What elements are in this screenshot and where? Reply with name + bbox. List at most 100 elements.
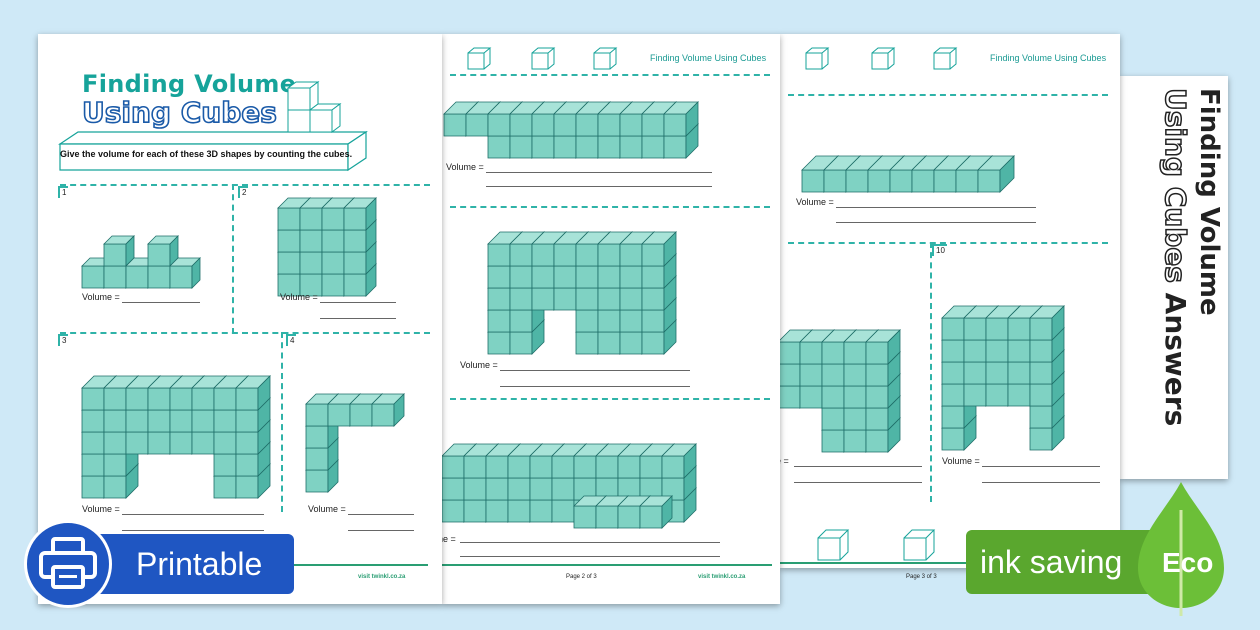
cube-face — [507, 477, 531, 501]
ink-saving-label: ink saving — [980, 544, 1123, 580]
cover-title-line1: Finding Volume — [1194, 88, 1224, 316]
cube-face — [321, 229, 345, 253]
cube-face — [305, 403, 329, 427]
worksheet-title-line2: Using Cubes — [81, 95, 278, 130]
section-divider — [788, 94, 1108, 96]
cube-face — [103, 431, 127, 455]
cube-face — [169, 265, 193, 289]
cube-face — [531, 135, 555, 159]
cube-face — [551, 455, 575, 479]
cube-outline-icon — [871, 47, 896, 70]
cube-face — [343, 251, 367, 275]
page-header: Finding Volume Using Cubes — [650, 53, 767, 63]
cube-face — [619, 265, 643, 289]
cube-face — [125, 387, 149, 411]
cube-face — [999, 155, 1015, 193]
cube-face — [619, 287, 643, 311]
cube-face — [509, 243, 533, 267]
worksheet-title-line1: Finding Volume — [82, 70, 297, 98]
cube-face — [575, 135, 599, 159]
cube-face — [777, 385, 801, 409]
footer-url[interactable]: visit twinkl.co.za — [358, 574, 406, 580]
cube-shape-q1 — [81, 235, 201, 289]
cube-face — [349, 403, 373, 427]
answer-line[interactable] — [836, 207, 1036, 208]
cube-face — [619, 309, 643, 333]
cube-face — [865, 407, 889, 431]
cube-face — [125, 265, 149, 289]
cube-face — [887, 329, 901, 365]
cube-face — [235, 453, 259, 477]
cube-outline-icon — [531, 47, 556, 70]
cover-title-line2: Using Cubes Answers — [1158, 87, 1193, 426]
cube-face — [867, 169, 891, 193]
cube-face — [575, 287, 599, 311]
cube-face — [799, 385, 823, 409]
answer-line[interactable] — [122, 514, 264, 515]
cube-face — [443, 113, 467, 137]
cube-face — [553, 287, 577, 311]
volume-label: Volume = — [82, 504, 120, 514]
cube-face — [371, 403, 395, 427]
cube-face — [575, 309, 599, 333]
section-divider — [930, 242, 932, 502]
footer-url[interactable]: visit twinkl.co.za — [698, 574, 746, 580]
answer-line[interactable] — [982, 482, 1100, 483]
cube-shape-q7-base — [573, 495, 673, 529]
cube-face — [1007, 317, 1031, 341]
answer-line[interactable] — [794, 482, 922, 483]
answer-line[interactable] — [500, 370, 690, 371]
cube-face — [147, 243, 171, 267]
cube-face — [941, 361, 965, 385]
cube-face — [103, 409, 127, 433]
cube-face — [531, 265, 555, 289]
cube-face — [963, 317, 987, 341]
cube-face — [299, 229, 323, 253]
answer-line[interactable] — [982, 466, 1100, 467]
ink-saving-badge: ink saving Eco — [966, 480, 1260, 630]
cube-face — [595, 455, 619, 479]
cube-face — [235, 409, 259, 433]
cube-shape-q10 — [941, 305, 1065, 451]
cube-face — [641, 113, 665, 137]
cube-face — [365, 197, 377, 231]
answer-line[interactable] — [836, 222, 1036, 223]
footer-divider — [780, 562, 1120, 564]
answer-line[interactable] — [486, 186, 712, 187]
page-number: Page 2 of 3 — [566, 574, 597, 580]
answer-line[interactable] — [122, 302, 200, 303]
cube-face — [343, 229, 367, 253]
cube-face — [1029, 361, 1053, 385]
cube-face — [235, 387, 259, 411]
cube-face — [575, 331, 599, 355]
cube-face — [463, 477, 487, 501]
cube-face — [985, 383, 1009, 407]
cube-face — [641, 135, 665, 159]
cube-face — [843, 385, 867, 409]
answer-line[interactable] — [460, 542, 720, 543]
answer-line[interactable] — [122, 530, 264, 531]
answer-line[interactable] — [500, 386, 690, 387]
answer-line[interactable] — [460, 556, 720, 557]
cube-face — [487, 309, 511, 333]
answer-line[interactable] — [320, 302, 396, 303]
answer-line[interactable] — [486, 172, 712, 173]
cube-face — [487, 243, 511, 267]
answer-line[interactable] — [348, 530, 414, 531]
section-divider — [450, 398, 770, 400]
cube-face — [941, 427, 965, 451]
cube-face — [573, 455, 597, 479]
cube-face — [597, 135, 621, 159]
cube-face — [617, 505, 641, 529]
answer-line[interactable] — [320, 318, 396, 319]
cube-face — [985, 317, 1009, 341]
answer-line[interactable] — [348, 514, 414, 515]
cube-face — [1029, 405, 1053, 429]
cube-face — [465, 113, 489, 137]
cube-outline-icon — [593, 47, 618, 70]
answer-line[interactable] — [794, 466, 922, 467]
volume-label: Volume = — [446, 162, 484, 172]
cube-face — [821, 341, 845, 365]
cube-face — [1029, 339, 1053, 363]
leaf-icon — [1138, 482, 1224, 616]
